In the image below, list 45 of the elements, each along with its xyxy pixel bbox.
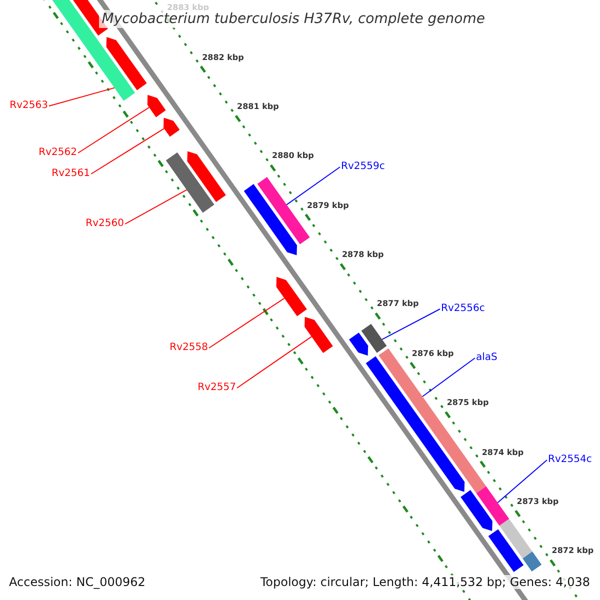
gene-feature (304, 316, 333, 353)
leader-line (497, 460, 548, 504)
gene-feature (460, 490, 492, 531)
gene-label: Rv2554c (548, 453, 592, 467)
genome-summary: Topology: circular; Length: 4,411,532 bp; Genes: 4,038 (258, 575, 592, 589)
position-label: 2881 kbp (237, 100, 279, 113)
gene-block (166, 152, 214, 213)
position-label: 2874 kbp (482, 446, 524, 459)
gene-label: Rv2562 (38, 146, 77, 160)
gene-feature (244, 184, 297, 256)
gene-feature (349, 332, 368, 356)
gene-label: Rv2558 (170, 341, 208, 355)
position-label: 2878 kbp (342, 249, 384, 262)
leader-line (78, 106, 150, 154)
gene-label: Rv2559c (341, 160, 385, 174)
position-label: 2880 kbp (272, 150, 314, 162)
leader-line (124, 189, 188, 224)
gene-block (361, 324, 387, 353)
position-label: 2877 kbp (376, 298, 419, 310)
position-label: 2872 kbp (552, 545, 594, 558)
gene-label: Rv2560 (86, 217, 124, 231)
leader-line (236, 336, 312, 388)
position-label: 2873 kbp (516, 496, 559, 508)
gene-label: Rv2556c (441, 302, 485, 316)
gene-feature (164, 118, 180, 137)
gene-block (476, 486, 510, 526)
gene-label: alaS (476, 351, 498, 365)
gene-label: Rv2561 (52, 167, 90, 181)
position-label: 2882 kbp (202, 52, 244, 64)
gene-block (499, 518, 532, 558)
gene-label: Rv2557 (198, 381, 236, 395)
position-label: 2879 kbp (306, 200, 349, 212)
gene-feature (147, 94, 166, 118)
leader-line (382, 308, 440, 340)
leader-line (286, 166, 340, 206)
position-label: 2876 kbp (412, 348, 454, 360)
gene-feature (276, 276, 307, 316)
leader-line (208, 298, 285, 348)
accession-note: Accession: NC_000962 (9, 575, 146, 589)
gene-feature (187, 151, 226, 202)
position-label: 2875 kbp (446, 397, 489, 410)
gene-label: Rv2563 (10, 99, 48, 113)
leader-line (90, 128, 165, 174)
gene-feature (106, 37, 147, 90)
gene-block (488, 529, 524, 572)
